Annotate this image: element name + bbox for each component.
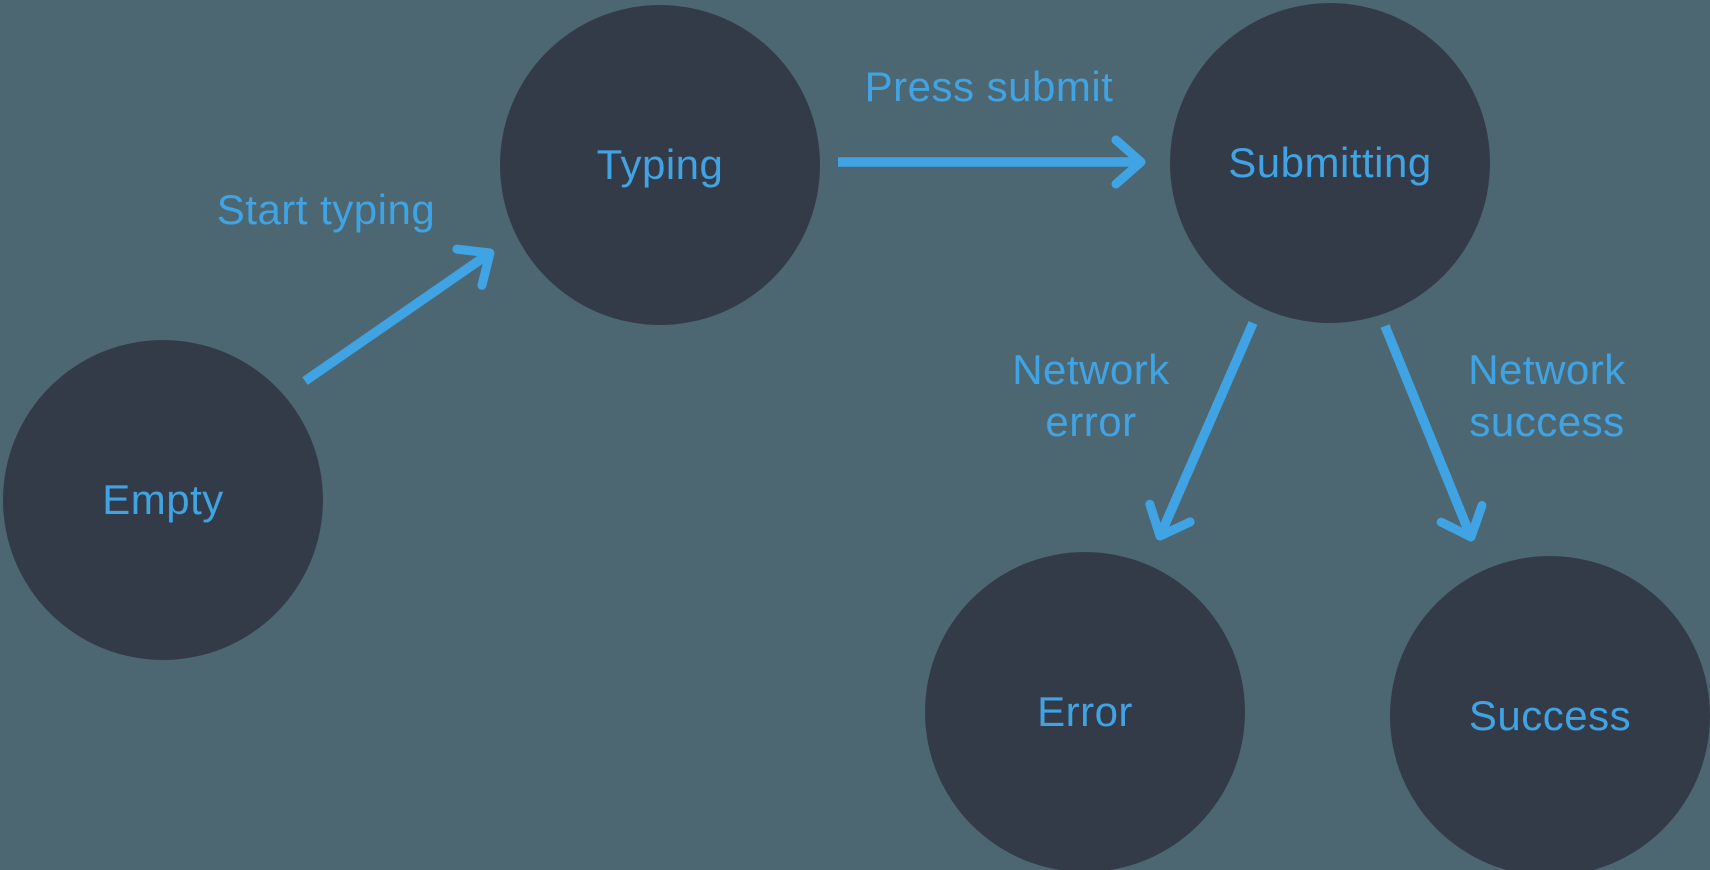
edge-start-typing-arrow [302,244,495,385]
node-label-submitting: Submitting [1228,139,1432,186]
state-node-empty: Empty [3,340,323,660]
state-node-success: Success [1390,556,1710,870]
state-node-error: Error [925,552,1245,870]
edge-label-start-typing: Start typing [216,186,436,233]
node-label-success: Success [1468,692,1632,739]
state-node-typing: Typing [500,5,820,325]
node-label-typing: Typing [596,141,724,188]
node-label-error: Error [1037,688,1133,735]
node-label-empty: Empty [102,476,224,523]
edge-label-network-error: Network error [1012,346,1170,445]
edge-label-press-submit: Press submit [864,63,1114,110]
edge-label-network-success: Network success [1468,346,1626,445]
state-node-submitting: Submitting [1170,3,1490,323]
